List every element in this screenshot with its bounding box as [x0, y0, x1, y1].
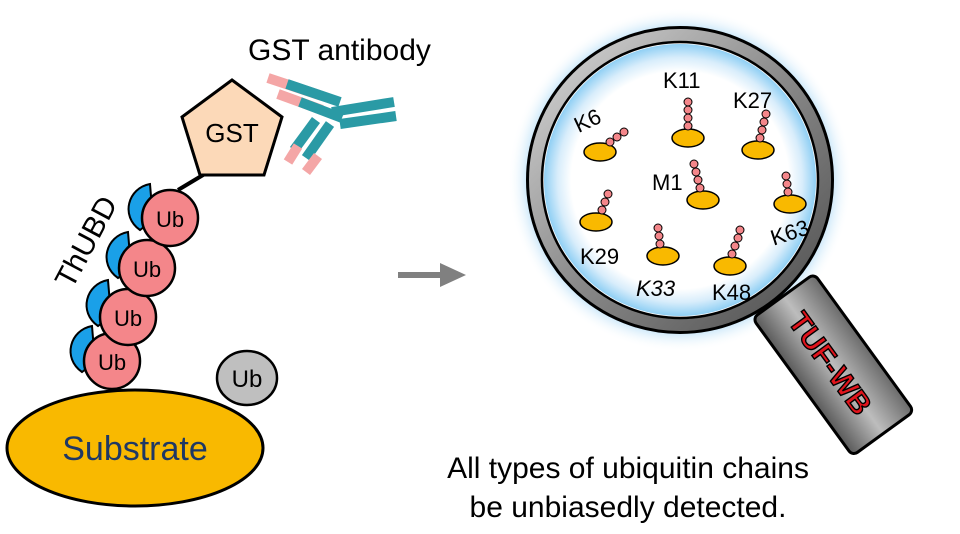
lens-glass [544, 44, 816, 316]
gst-antibody [266, 73, 397, 175]
gst-pentagon [180, 78, 284, 177]
chain-label: K27 [733, 88, 772, 113]
chain-k33: K33 [636, 223, 680, 301]
free-ub-label: Ub [232, 366, 263, 393]
caption-line-2: be unbiasedly detected. [470, 491, 787, 524]
chain-k11: K11 [663, 68, 705, 148]
substrate-ellipse [5, 388, 265, 508]
ub-label: Ub [114, 306, 142, 331]
free-ub: Ub [215, 349, 279, 407]
chain-types: K6 K11 K27 M1 [570, 68, 812, 305]
magnifier-handle: TUF-WB [753, 274, 914, 455]
ub-label: Ub [156, 207, 184, 232]
magnifier: TUF-WB [508, 8, 914, 455]
lens-ring [526, 26, 834, 334]
chain-k29: K29 [579, 189, 619, 269]
gst-label: GST [205, 118, 259, 148]
ub-label: Ub [133, 257, 161, 282]
process-arrow [398, 263, 466, 287]
chain-label: K29 [580, 244, 619, 269]
chain-label: K33 [636, 276, 676, 301]
chain-m1: M1 [652, 159, 720, 210]
caption-line-1: All types of ubiquitin chains [447, 452, 809, 485]
ub-label: Ub [98, 350, 126, 375]
substrate-assembly: Substrate Ub Ub Ub Ub Ub [5, 34, 431, 508]
chain-k63: K63 [767, 171, 812, 251]
ub-bead [117, 238, 177, 298]
gst-antibody-label: GST antibody [248, 34, 431, 67]
chain-label: K48 [712, 280, 751, 305]
chain-k48: K48 [712, 225, 751, 305]
chain-label: K11 [663, 68, 701, 93]
ub-chain: Ub Ub Ub Ub [69, 182, 200, 391]
substrate-label: Substrate [62, 430, 208, 468]
chain-label: M1 [652, 170, 683, 195]
ub-bead [140, 188, 200, 248]
chain-k27: K27 [733, 88, 775, 160]
